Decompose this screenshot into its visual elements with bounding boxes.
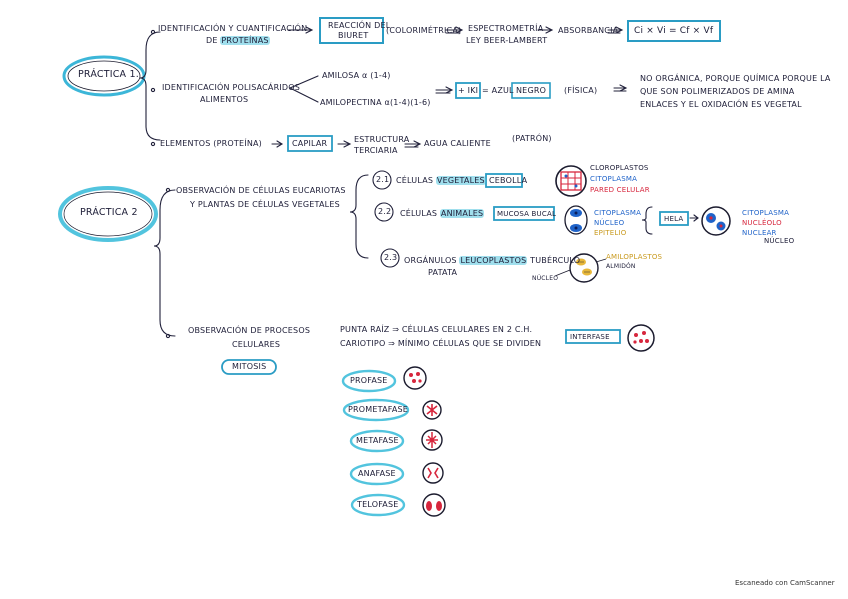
cebolla-text: CEBOLLA <box>489 176 528 185</box>
iki-box <box>455 82 481 99</box>
nucleo-label: NÚCLEO <box>594 219 625 227</box>
fisica-text: (FÍSICA) <box>564 86 598 95</box>
hela-label-1: CITOPLASMA <box>742 209 790 217</box>
onion-cell-drawing <box>555 165 587 197</box>
estructura-line2: TERCIARIA <box>354 146 398 155</box>
cebolla-box <box>485 173 523 188</box>
desc-line2: CARIOTIPO ⇒ MÍNIMO CÉLULAS QUE SE DIVIDE… <box>340 339 542 348</box>
mucosa-text: MUCOSA BUCAL <box>497 210 557 218</box>
p2-branch1-line2: Y PLANTAS DE CÉLULAS VEGETALES <box>190 200 340 209</box>
patron-text: (PATRÓN) <box>512 134 552 143</box>
note-line2: QUE SON POLIMERIZADOS DE AMINA <box>640 87 795 96</box>
result-line1: ESPECTROMETRÍA <box>468 24 544 33</box>
item1-num: 2.1 <box>376 175 390 184</box>
amilopectina-text: AMILOPECTINA α(1-4)(1-6) <box>320 98 431 107</box>
phase-cell-telofase <box>422 493 446 517</box>
absorbancia-text: ABSORBANCIA <box>558 26 619 35</box>
formula-box <box>627 20 721 42</box>
leucoplastos-highlight: LEUCOPLASTOS <box>459 256 528 265</box>
biuret-line1: REACCIÓN DEL <box>328 21 391 30</box>
hela-cell-drawing <box>701 206 731 236</box>
phase-label-telofase: TELOFASE <box>357 500 399 509</box>
practica1-label: PRÁCTICA 1. <box>78 69 139 80</box>
scanner-footer: Escaneado con CamScanner <box>735 579 835 587</box>
phase-oval-metafase <box>349 429 405 453</box>
p1-branch1-line1: IDENTIFICACIÓN Y CUANTIFICACIÓN <box>158 24 308 33</box>
practica2-oval <box>58 186 158 242</box>
proteinas-highlight: PROTEÍNAS <box>220 36 270 45</box>
p2-branch1-line1: OBSERVACIÓN DE CÉLULAS EUCARIOTAS <box>176 186 346 195</box>
interfase-cell-drawing <box>627 324 655 352</box>
potato-cell-drawing <box>554 253 607 283</box>
phase-oval-telofase <box>350 493 406 517</box>
practica1-brace <box>139 31 161 141</box>
note-line1: NO ORGÁNICA, PORQUE QUÍMICA PORQUE LA <box>640 74 831 83</box>
estructura-line1: ESTRUCTURA <box>354 135 410 144</box>
hela-text: HELA <box>664 215 684 223</box>
p2-branch2-line2: CELULARES <box>232 340 281 349</box>
p1-branch1-line2: DE PROTEÍNAS <box>206 36 270 45</box>
citoplasma-label-1: CITOPLASMA <box>590 175 638 183</box>
negro-box <box>511 82 551 99</box>
p1-branch2-line1: IDENTIFICACIÓN POLISACÁRIDOS <box>162 83 301 92</box>
negro-text: NEGRO <box>516 86 547 95</box>
buccal-cell-drawing <box>564 205 588 235</box>
item3-text: ORGÁNULOS LEUCOPLASTOS TUBÉRCULO <box>404 256 581 265</box>
biuret-line2: BIURET <box>338 31 369 40</box>
phase-label-profase: PROFASE <box>350 376 388 385</box>
azul-text: = AZUL <box>482 86 514 95</box>
phase-cell-prometafase <box>422 400 442 420</box>
elementos-text: ELEMENTOS (PROTEÍNA) <box>160 139 262 148</box>
phase-label-anafase: ANAFASE <box>358 469 396 478</box>
amiloplastos-label: AMILOPLASTOS <box>606 253 663 261</box>
interfase-box <box>565 329 621 344</box>
phase-label-prometafase: PROMETAFASE <box>348 405 409 414</box>
capilar-text: CAPILAR <box>292 139 328 148</box>
phase-cell-metafase <box>421 429 443 451</box>
iki-text: + IKI <box>458 86 479 95</box>
hela-label-4: NÚCLEO <box>764 237 795 245</box>
hela-box <box>659 211 689 226</box>
capilar-box <box>287 135 333 152</box>
citoplasma-label-2: CITOPLASMA <box>594 209 642 217</box>
patata-text: PATATA <box>428 268 458 277</box>
mitosis-box <box>221 359 277 375</box>
amilosa-text: AMILOSA α (1-4) <box>322 71 391 80</box>
phase-oval-anafase <box>349 462 405 486</box>
nucleo-side-label: NÚCLEO <box>532 275 559 282</box>
practica2-label: PRÁCTICA 2 <box>80 207 138 218</box>
method-text: (COLORIMÉTRICA) <box>386 26 462 35</box>
mucosa-box <box>493 206 555 221</box>
animales-highlight: ANIMALES <box>439 209 485 218</box>
result-line2: LEY BEER-LAMBERT <box>466 36 548 45</box>
phase-cell-anafase <box>422 462 444 484</box>
mitosis-text: MITOSIS <box>232 362 267 371</box>
hela-label-2: NUCLÉOLO <box>742 219 782 227</box>
biuret-box <box>319 17 384 44</box>
phase-label-metafase: METAFASE <box>356 436 399 445</box>
item2-text: CÉLULAS ANIMALES <box>400 209 485 218</box>
cloroplastos-label: CLOROPLASTOS <box>590 164 649 172</box>
item1-text: CÉLULAS VEGETALES <box>396 176 486 185</box>
item2-num: 2.2 <box>378 207 392 216</box>
hela-label-3: NUCLEAR <box>742 229 777 237</box>
p2-branch2-line1: OBSERVACIÓN DE PROCESOS <box>188 326 311 335</box>
epitelio-label: EPITELIO <box>594 229 627 237</box>
phase-oval-profase <box>341 369 397 393</box>
interfase-text: INTERFASE <box>570 333 610 341</box>
desc-line1: PUNTA RAÍZ ⇒ CÉLULAS CELULARES EN 2 C.H. <box>340 325 533 334</box>
formula-text: Ci × Vi = Cf × Vf <box>634 26 714 36</box>
p1-branch2-line2: ALIMENTOS <box>200 95 249 104</box>
almidon-label: ALMIDÓN <box>606 263 636 270</box>
phase-cell-profase <box>403 366 427 390</box>
phase-oval-prometafase <box>342 398 410 422</box>
item3-num: 2.3 <box>384 253 398 262</box>
pared-label: PARED CELULAR <box>590 186 650 194</box>
agua-text: AGUA CALIENTE <box>424 139 491 148</box>
practica2-brace <box>153 189 176 337</box>
note-line3: ENLACES Y EL OXIDACIÓN ES VEGETAL <box>640 100 802 109</box>
vegetales-highlight: VEGETALES <box>435 176 486 185</box>
